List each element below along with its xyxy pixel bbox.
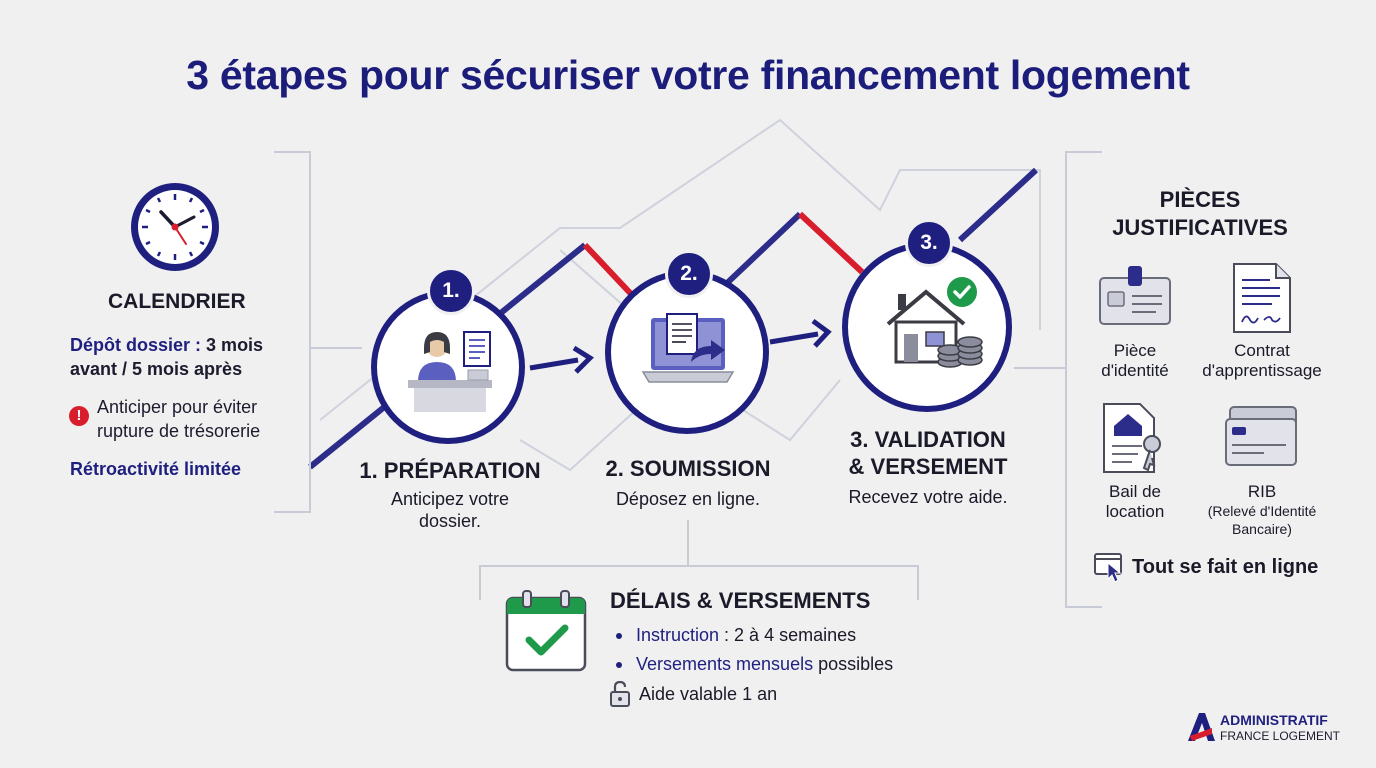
step-3-title-line-2: & VERSEMENT <box>848 454 1008 479</box>
padlock-open-icon <box>610 681 630 707</box>
arrow-2-3-head <box>811 318 832 348</box>
step-1-desc-line-1: Anticipez votre <box>390 489 510 509</box>
deposit-label: Dépôt dossier : <box>70 335 202 355</box>
deposit-value-1: 3 mois <box>206 335 264 355</box>
delays-validity: Aide valable 1 an <box>639 684 778 704</box>
step-1-number-badge: 1. <box>427 267 475 315</box>
deposit-value-2: avant / 5 mois après <box>70 359 243 379</box>
check-circle-icon <box>947 277 977 307</box>
documents-title-line-1: PIÈCES <box>1159 187 1241 212</box>
doc-contract-line-1: Contrat <box>1234 341 1290 360</box>
step-3-title-line-1: 3. VALIDATION <box>850 427 1006 452</box>
online-note: Tout se fait en ligne <box>1132 556 1319 578</box>
laptop-upload-icon <box>641 313 735 383</box>
brand-logo-icon <box>1188 713 1215 741</box>
arrow-1-2-head <box>572 345 594 374</box>
doc-rib-line-2: (Relevé d'Identité <box>1207 503 1317 519</box>
deposit-info: Dépôt dossier : 3 mois avant / 5 mois ap… <box>70 333 300 381</box>
trend-line-red-2 <box>797 211 865 275</box>
doc-contract-line-2: d'apprentissage <box>1202 361 1322 380</box>
doc-lease-line-1: Bail de <box>1109 482 1161 501</box>
delays-title: DÉLAIS & VERSEMENTS <box>610 588 871 613</box>
step-3-description: Recevez votre aide. <box>848 487 1008 507</box>
trend-line-navy-3 <box>957 167 1039 243</box>
house-coins-icon <box>886 289 983 368</box>
documents-title: PIÈCES JUSTIFICATIVES <box>1090 186 1310 242</box>
documents-title-line-2: JUSTIFICATIVES <box>1112 215 1288 240</box>
doc-contract-label: Contrat d'apprentissage <box>1196 341 1328 381</box>
step-3-number-badge: 3. <box>905 219 953 267</box>
payments-label: Versements mensuels <box>636 654 814 674</box>
warning-text: Anticiper pour éviter rupture de trésore… <box>97 395 297 443</box>
trend-line-red-1 <box>582 242 635 298</box>
step-2-title: 2. SOUMISSION <box>605 456 771 481</box>
left-panel-bracket <box>274 151 311 513</box>
step-1-desc-line-2: dossier. <box>418 511 482 531</box>
payments-value: possibles <box>813 654 894 674</box>
trend-line-navy-2 <box>722 211 803 288</box>
calendar-title: CALENDRIER <box>108 290 246 313</box>
warning-line-2: rupture de trésorerie <box>97 421 261 441</box>
lease-key-icon <box>1103 403 1161 473</box>
step-1-circle <box>371 290 525 444</box>
id-card-icon <box>1099 266 1171 325</box>
contract-icon <box>1233 263 1291 333</box>
doc-id-line-2: d'identité <box>1101 361 1169 380</box>
delays-payments: Versements mensuels possibles <box>616 654 893 675</box>
step-3-title: 3. VALIDATION & VERSEMENT <box>818 426 1038 480</box>
doc-lease-line-2: location <box>1105 502 1165 521</box>
instruction-value: : 2 à 4 semaines <box>719 625 857 645</box>
online-cursor-icon <box>1094 553 1122 583</box>
brand-line-1: ADMINISTRATIF <box>1220 712 1328 728</box>
bank-card-icon <box>1225 406 1297 466</box>
bullet-icon <box>616 662 622 669</box>
warning-line-1: Anticiper pour éviter <box>97 397 258 417</box>
step-1-title: 1. PRÉPARATION <box>359 458 541 483</box>
step-3-circle <box>842 242 1012 412</box>
doc-rib-label: RIB (Relevé d'Identité Bancaire) <box>1196 482 1328 538</box>
page-title: 3 étapes pour sécuriser votre financemen… <box>186 52 1190 98</box>
arrow-1-2-line <box>529 357 579 371</box>
step-1-description: Anticipez votre dossier. <box>348 488 552 532</box>
calendar-check-icon <box>505 590 587 672</box>
retroactivity-note: Rétroactivité limitée <box>70 459 242 479</box>
doc-lease-label: Bail de location <box>1080 482 1190 522</box>
brand-line-2: FRANCE LOGEMENT <box>1220 729 1341 743</box>
step-2-number-badge: 2. <box>665 250 713 298</box>
instruction-label: Instruction <box>636 625 720 645</box>
desk-person-icon <box>408 331 492 412</box>
doc-id-label: Pièce d'identité <box>1080 341 1190 381</box>
arrow-2-3-line <box>769 331 819 345</box>
bullet-icon <box>616 633 622 640</box>
step-2-description: Déposez en ligne. <box>615 489 761 509</box>
delays-instruction: Instruction : 2 à 4 semaines <box>616 625 856 646</box>
outline-arrow-shape <box>319 118 1041 421</box>
brand-name: ADMINISTRATIF FRANCE LOGEMENT <box>1220 713 1340 744</box>
clock-icon <box>131 183 219 271</box>
doc-rib-line-3: Bancaire) <box>1232 521 1292 537</box>
bottom-panel-bracket <box>479 565 919 600</box>
warning-icon: ! <box>69 406 89 426</box>
doc-rib-line-1: RIB <box>1247 482 1277 501</box>
right-panel-bracket <box>1065 151 1102 608</box>
doc-id-line-1: Pièce <box>1113 341 1157 360</box>
